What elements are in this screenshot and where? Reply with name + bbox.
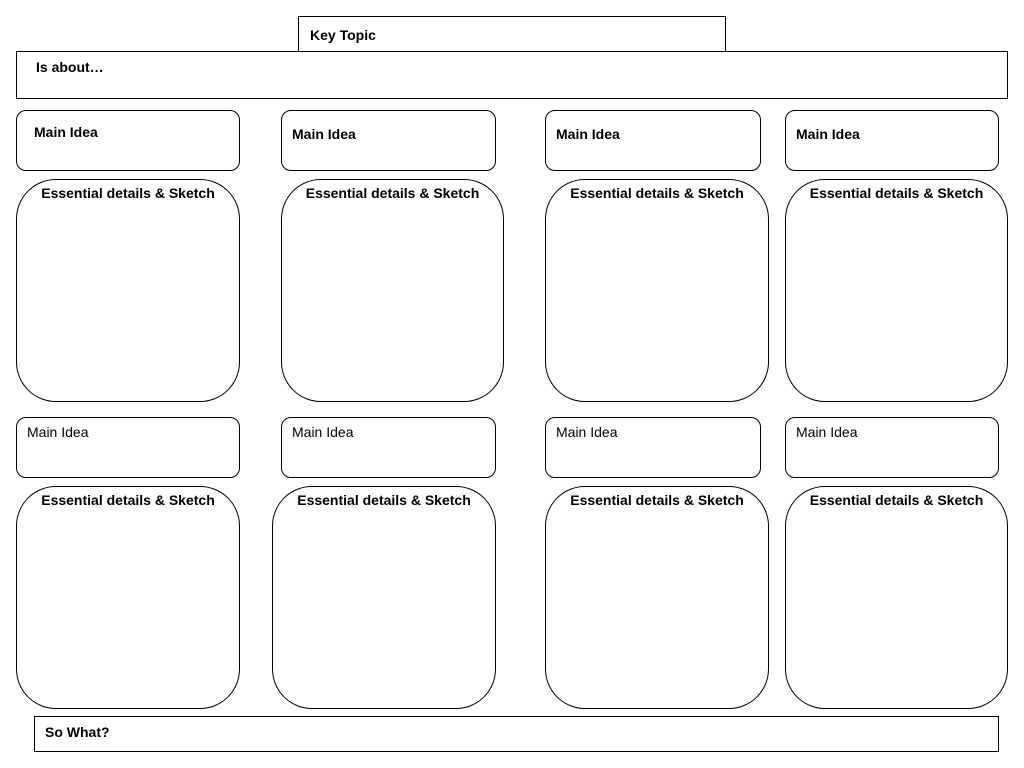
- details-sketch-box[interactable]: Essential details & Sketch: [545, 179, 769, 402]
- main-idea-label: Main Idea: [556, 126, 620, 142]
- main-idea-label: Main Idea: [796, 126, 860, 142]
- details-sketch-label: Essential details & Sketch: [305, 185, 480, 201]
- main-idea-label: Main Idea: [27, 424, 89, 440]
- main-idea-box[interactable]: Main Idea: [16, 110, 240, 171]
- details-sketch-box[interactable]: Essential details & Sketch: [545, 486, 769, 709]
- details-sketch-box[interactable]: Essential details & Sketch: [785, 486, 1008, 709]
- details-sketch-label: Essential details & Sketch: [809, 185, 984, 201]
- key-topic-label: Key Topic: [310, 27, 376, 43]
- details-sketch-label: Essential details & Sketch: [570, 185, 744, 201]
- main-idea-label: Main Idea: [292, 424, 354, 440]
- details-sketch-box[interactable]: Essential details & Sketch: [16, 486, 240, 709]
- main-idea-box[interactable]: Main Idea: [785, 417, 999, 478]
- main-idea-box[interactable]: Main Idea: [281, 110, 496, 171]
- is-about-label: Is about…: [36, 59, 104, 75]
- details-sketch-box[interactable]: Essential details & Sketch: [272, 486, 496, 709]
- details-sketch-label: Essential details & Sketch: [41, 185, 215, 201]
- main-idea-box[interactable]: Main Idea: [545, 417, 761, 478]
- so-what-label: So What?: [45, 724, 110, 740]
- details-sketch-box[interactable]: Essential details & Sketch: [785, 179, 1008, 402]
- details-sketch-label: Essential details & Sketch: [297, 492, 471, 508]
- main-idea-label: Main Idea: [292, 126, 356, 142]
- key-topic-box[interactable]: Key Topic: [298, 16, 726, 52]
- details-sketch-label: Essential details & Sketch: [570, 492, 744, 508]
- main-idea-label: Main Idea: [34, 124, 98, 140]
- main-idea-box[interactable]: Main Idea: [545, 110, 761, 171]
- main-idea-box[interactable]: Main Idea: [16, 417, 240, 478]
- details-sketch-box[interactable]: Essential details & Sketch: [16, 179, 240, 402]
- main-idea-box[interactable]: Main Idea: [281, 417, 496, 478]
- details-sketch-label: Essential details & Sketch: [809, 492, 984, 508]
- main-idea-label: Main Idea: [556, 424, 618, 440]
- details-sketch-label: Essential details & Sketch: [41, 492, 215, 508]
- details-sketch-box[interactable]: Essential details & Sketch: [281, 179, 504, 402]
- is-about-box[interactable]: Is about…: [16, 51, 1008, 99]
- main-idea-label: Main Idea: [796, 424, 858, 440]
- so-what-box[interactable]: So What?: [34, 716, 999, 752]
- main-idea-box[interactable]: Main Idea: [785, 110, 999, 171]
